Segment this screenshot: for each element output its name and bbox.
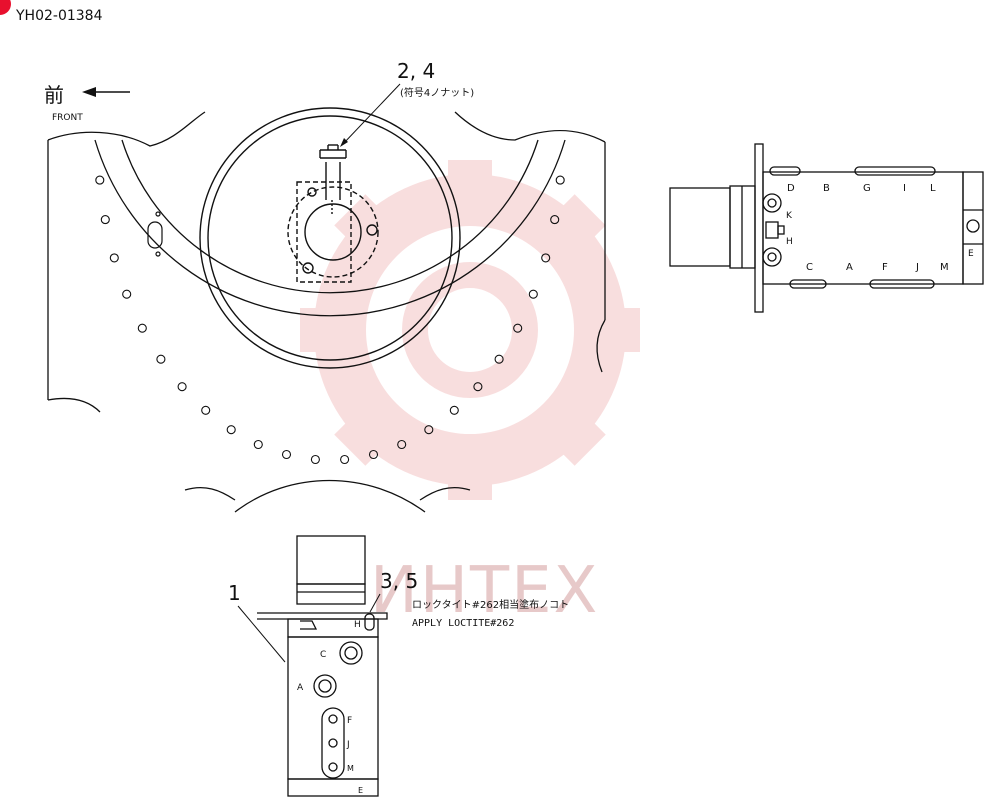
side-port-left-1: K xyxy=(786,211,793,221)
bolt-hole xyxy=(494,354,504,364)
front-port-h: H xyxy=(354,620,361,630)
flange xyxy=(94,139,566,317)
bolt-hole xyxy=(226,425,236,435)
side-port-top-3: G xyxy=(863,183,871,194)
bolt-hole xyxy=(449,405,459,415)
side-port-bottom-4: J xyxy=(915,262,919,273)
side-view xyxy=(669,143,984,313)
front-port-a: A xyxy=(297,683,304,693)
bolt-hole xyxy=(95,175,105,185)
callout-top-ref: 2, 4 xyxy=(397,59,435,83)
bolt-hole xyxy=(253,439,263,450)
bolt-hole xyxy=(177,382,187,392)
front-port-c: C xyxy=(320,650,326,660)
bolt-hole xyxy=(340,454,350,465)
bolt-hole xyxy=(368,449,379,460)
side-port-left-2: H xyxy=(786,237,793,247)
bolt-hole xyxy=(100,215,110,225)
callout-top-note: (符号4ノナット) xyxy=(400,86,474,99)
callout-bottom-ref: 3, 5 xyxy=(380,569,418,593)
front-port-m: M xyxy=(347,764,354,773)
callout-top-leader xyxy=(342,83,401,145)
frame-outline xyxy=(47,111,606,513)
bolt-hole xyxy=(281,449,292,460)
doc-code: YH02-01384 xyxy=(15,8,103,24)
bolt-hole xyxy=(201,405,211,415)
side-port-end: E xyxy=(968,249,974,259)
bolt-hole xyxy=(424,425,434,435)
side-port-top-1: D xyxy=(787,183,795,194)
watermark-text: ИНТЕХ xyxy=(370,554,599,628)
bolt-hole xyxy=(528,289,538,299)
bolt-hole xyxy=(541,253,551,263)
front-port-f: F xyxy=(347,716,352,726)
bolt-hole xyxy=(397,439,407,450)
center-disc xyxy=(199,107,461,369)
bolt-hole xyxy=(473,382,483,392)
side-port-bottom-2: A xyxy=(846,262,853,273)
callout-bottom-leader xyxy=(369,593,381,613)
bolt-hole xyxy=(310,454,320,465)
bolt-hole xyxy=(137,323,147,333)
slot xyxy=(147,211,163,257)
corner-badge-icon xyxy=(0,0,11,15)
side-port-top-5: L xyxy=(930,183,936,194)
bolt-hole xyxy=(156,354,166,364)
front-label: FRONT xyxy=(52,113,83,123)
callout-part-leader xyxy=(237,605,286,663)
side-port-bottom-3: F xyxy=(882,262,888,273)
bolt-hole xyxy=(513,323,523,333)
callout-top-arrow-icon xyxy=(340,138,348,147)
side-port-top-4: I xyxy=(903,183,906,194)
callout-bottom-note-jp: ロックタイト#262相当塗布ノコト xyxy=(412,598,569,611)
side-port-bottom-5: M xyxy=(940,262,949,273)
bolt-hole xyxy=(555,175,565,185)
side-port-bottom-1: C xyxy=(806,262,813,273)
callout-bottom-note-en: APPLY LOCTITE#262 xyxy=(412,618,514,629)
front-port-e: E xyxy=(358,786,363,795)
callout-part-ref: 1 xyxy=(228,581,241,605)
bolt-hole-ring xyxy=(95,175,565,465)
front-arrowhead-icon xyxy=(82,87,96,97)
bolt-hole xyxy=(550,215,560,225)
side-port-top-2: B xyxy=(823,183,830,194)
bolt-hole xyxy=(122,289,132,299)
bolt-hole xyxy=(109,253,119,263)
front-view xyxy=(257,535,388,797)
front-port-j: J xyxy=(346,740,350,750)
front-kanji: 前 xyxy=(44,83,64,107)
